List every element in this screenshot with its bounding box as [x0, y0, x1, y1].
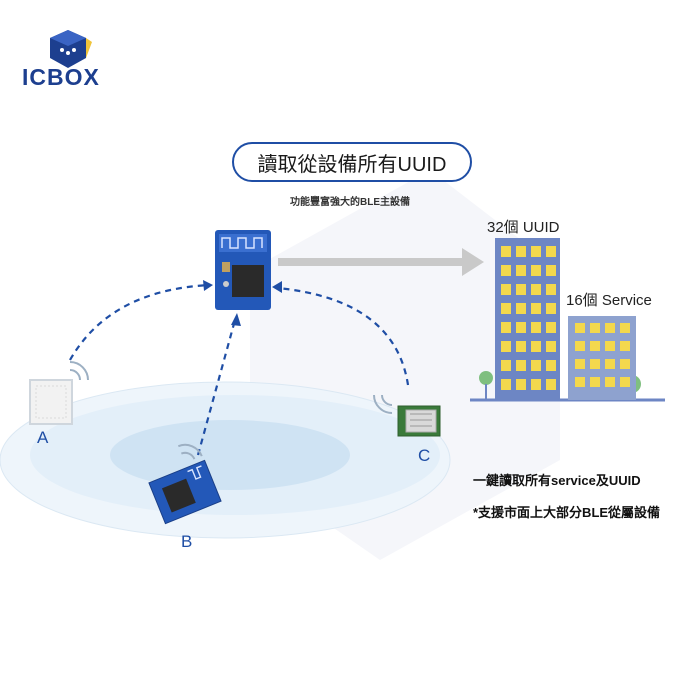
building-window — [531, 360, 541, 371]
building-window — [516, 322, 526, 333]
building-window — [531, 322, 541, 333]
building-window — [605, 377, 615, 387]
building-window — [620, 377, 630, 387]
arrow-b-head — [231, 313, 241, 326]
building-window — [501, 265, 511, 276]
building-window — [620, 359, 630, 369]
device-c-module — [373, 394, 441, 437]
building-window — [575, 323, 585, 333]
building-window — [531, 284, 541, 295]
building-window — [516, 265, 526, 276]
building-window — [546, 341, 556, 352]
building-window — [590, 341, 600, 351]
building-window — [501, 284, 511, 295]
building-window — [531, 303, 541, 314]
building-window — [531, 265, 541, 276]
building-window — [531, 379, 541, 390]
inner-ring — [110, 420, 350, 490]
building-window — [516, 360, 526, 371]
building-window — [516, 284, 526, 295]
building-window — [501, 341, 511, 352]
building-window — [605, 341, 615, 351]
building-window — [516, 246, 526, 257]
building-window — [590, 323, 600, 333]
building-window — [620, 323, 630, 333]
node-b-label: B — [181, 532, 193, 551]
node-a-label: A — [37, 428, 49, 447]
tree-left-trunk — [485, 384, 487, 400]
building-window — [590, 377, 600, 387]
building-window — [605, 323, 615, 333]
feature-one: 一鍵讀取所有service及UUID — [473, 473, 641, 488]
building-window — [531, 341, 541, 352]
arrow-a-head — [203, 280, 213, 291]
icbox-logo-icon — [50, 30, 92, 68]
building-window — [516, 303, 526, 314]
building-window — [546, 360, 556, 371]
building-window — [575, 341, 585, 351]
building-window — [546, 379, 556, 390]
feature-two: *支援市面上大部分BLE從屬設備 — [473, 505, 661, 520]
uuid-arrow — [278, 248, 484, 276]
arrow-b-to-master — [196, 319, 237, 456]
building-window — [531, 246, 541, 257]
building-window — [501, 379, 511, 390]
building-window — [546, 265, 556, 276]
tall-building-label: 32個 UUID — [487, 219, 560, 236]
building-window — [605, 359, 615, 369]
building-window — [546, 322, 556, 333]
tree-left — [479, 371, 493, 385]
brand-name: ICBOX — [22, 64, 100, 90]
building-window — [501, 322, 511, 333]
arrow-c-head — [272, 281, 282, 293]
building-window — [590, 359, 600, 369]
building-window — [516, 379, 526, 390]
building-window — [501, 360, 511, 371]
page-title: 讀取從設備所有UUID — [232, 142, 472, 182]
building-window — [575, 359, 585, 369]
arrow-a-to-master — [69, 283, 211, 361]
device-a-module — [29, 361, 89, 425]
building-window — [501, 246, 511, 257]
arrow-c-to-master — [277, 286, 410, 386]
node-c-label: C — [418, 446, 431, 465]
building-window — [516, 341, 526, 352]
building-window — [546, 303, 556, 314]
short-building-label: 16個 Service — [566, 292, 652, 309]
building-window — [620, 341, 630, 351]
master-ble-module — [215, 230, 271, 310]
tall-building — [495, 238, 560, 400]
building-window — [501, 303, 511, 314]
building-window — [575, 377, 585, 387]
building-window — [546, 246, 556, 257]
building-window — [546, 284, 556, 295]
short-building — [568, 316, 636, 400]
device-b-module — [148, 443, 222, 525]
page-subtitle: 功能豐富強大的BLE主設備 — [290, 197, 410, 208]
